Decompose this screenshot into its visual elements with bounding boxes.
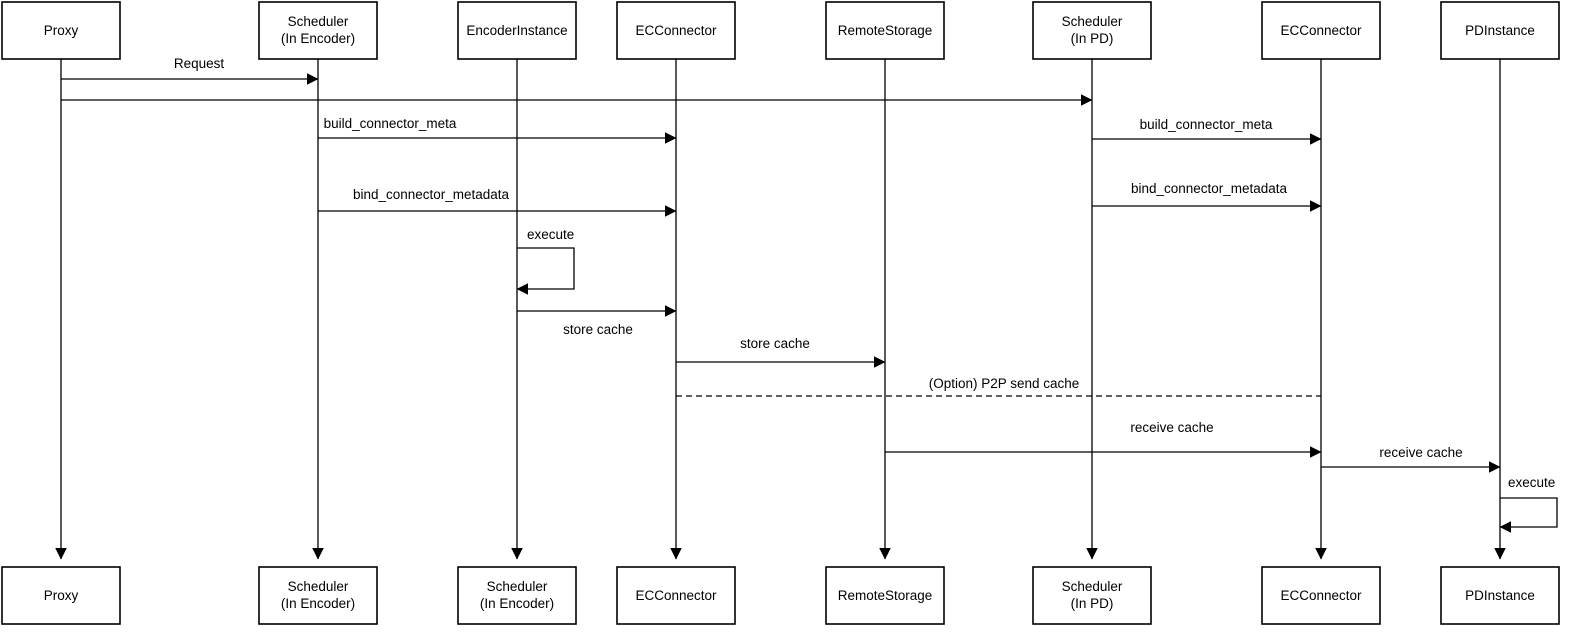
participant-label: RemoteStorage: [838, 23, 933, 38]
participant-box-rect: [825, 566, 945, 625]
message-m5[interactable]: bind_connector_metadata: [318, 187, 677, 217]
participant-box-top-sched-pd[interactable]: Scheduler (In PD): [1032, 1, 1152, 60]
bottom-participant-boxes: Proxy Scheduler (In Encoder) Scheduler (In E…: [1, 566, 1560, 625]
message-label: Request: [174, 56, 225, 71]
participant-box-rect: [825, 1, 945, 60]
message-label: bind_connector_metadata: [353, 187, 510, 202]
messages-layer: Request build_connector_meta build_connect…: [61, 56, 1501, 473]
message-label: receive cache: [1379, 445, 1462, 460]
participant-box-top-ecconn-pd[interactable]: ECConnector: [1261, 1, 1381, 60]
participant-box-top-pd-inst[interactable]: PDInstance: [1440, 1, 1560, 60]
participant-box-rect: [1440, 1, 1560, 60]
participant-box-rect: [1, 1, 121, 60]
participant-label: ECConnector: [1280, 588, 1362, 603]
self-messages-layer: execute execute: [516, 227, 1558, 533]
message-label: store cache: [740, 336, 810, 351]
participant-label-line2: (In PD): [1071, 596, 1114, 611]
participant-label: RemoteStorage: [838, 588, 933, 603]
message-label: build_connector_meta: [1140, 117, 1273, 132]
participant-box-bottom-remote-store[interactable]: RemoteStorage: [825, 566, 945, 625]
participant-box-bottom-ecconn-enc[interactable]: ECConnector: [616, 566, 736, 625]
message-m6[interactable]: bind_connector_metadata: [1092, 181, 1322, 212]
participant-box-top-ecconn-enc[interactable]: ECConnector: [616, 1, 736, 60]
participant-box-rect: [1261, 566, 1381, 625]
message-label: build_connector_meta: [324, 116, 457, 131]
participant-box-top-remote-store[interactable]: RemoteStorage: [825, 1, 945, 60]
message-m7[interactable]: store cache: [517, 305, 677, 337]
participant-box-rect: [1261, 1, 1381, 60]
message-m8[interactable]: store cache: [676, 336, 886, 368]
lifelines-layer: [55, 59, 1506, 560]
participant-label-line1: Scheduler: [487, 579, 548, 594]
participant-box-rect: [258, 1, 378, 60]
message-label: (Option) P2P send cache: [929, 376, 1080, 391]
participant-box-rect: [258, 566, 378, 625]
participant-box-bottom-proxy[interactable]: Proxy: [1, 566, 121, 625]
participant-box-bottom-sched-enc[interactable]: Scheduler (In Encoder): [258, 566, 378, 625]
self-message-label: execute: [527, 227, 574, 242]
participant-box-rect: [616, 1, 736, 60]
participant-box-top-sched-enc[interactable]: Scheduler (In Encoder): [258, 1, 378, 60]
participant-box-rect: [1, 566, 121, 625]
participant-box-bottom-encoder-inst[interactable]: Scheduler (In Encoder): [457, 566, 577, 625]
participant-box-rect: [1440, 566, 1560, 625]
participant-label: PDInstance: [1465, 23, 1535, 38]
participant-label-line2: (In Encoder): [281, 31, 355, 46]
participant-label-line2: (In PD): [1071, 31, 1114, 46]
message-m1[interactable]: Request: [61, 56, 319, 85]
self-message-label: execute: [1508, 475, 1555, 490]
participant-box-rect: [457, 566, 577, 625]
participant-box-bottom-pd-inst[interactable]: PDInstance: [1440, 566, 1560, 625]
participant-label-line2: (In Encoder): [480, 596, 554, 611]
message-m9[interactable]: (Option) P2P send cache: [676, 376, 1321, 397]
message-m11[interactable]: receive cache: [1321, 445, 1501, 473]
participant-label: ECConnector: [635, 23, 717, 38]
participant-box-rect: [1032, 1, 1152, 60]
participant-label: Proxy: [44, 588, 79, 603]
self-message-s2[interactable]: execute: [1499, 475, 1558, 533]
participant-label: ECConnector: [635, 588, 717, 603]
participant-box-rect: [457, 1, 577, 60]
message-m10[interactable]: receive cache: [885, 420, 1322, 458]
message-m4[interactable]: build_connector_meta: [1092, 117, 1322, 145]
participant-label-line1: Scheduler: [1062, 579, 1123, 594]
participant-label: PDInstance: [1465, 588, 1535, 603]
participant-box-top-encoder-inst[interactable]: EncoderInstance: [457, 1, 577, 60]
message-label: store cache: [563, 322, 633, 337]
participant-box-bottom-sched-pd[interactable]: Scheduler (In PD): [1032, 566, 1152, 625]
participant-label: EncoderInstance: [466, 23, 567, 38]
top-participant-boxes: Proxy Scheduler (In Encoder) EncoderInstanc…: [1, 1, 1560, 60]
message-label: bind_connector_metadata: [1131, 181, 1288, 196]
participant-label-line1: Scheduler: [288, 14, 349, 29]
participant-box-rect: [1032, 566, 1152, 625]
participant-label: ECConnector: [1280, 23, 1362, 38]
participant-label-line1: Scheduler: [1062, 14, 1123, 29]
participant-label-line2: (In Encoder): [281, 596, 355, 611]
participant-box-rect: [616, 566, 736, 625]
participant-box-bottom-ecconn-pd[interactable]: ECConnector: [1261, 566, 1381, 625]
self-message-path: [516, 247, 575, 295]
participant-label: Proxy: [44, 23, 79, 38]
self-message-path: [1499, 497, 1558, 533]
participant-box-top-proxy[interactable]: Proxy: [1, 1, 121, 60]
participant-label-line1: Scheduler: [288, 579, 349, 594]
message-label: receive cache: [1130, 420, 1213, 435]
message-m3[interactable]: build_connector_meta: [318, 116, 677, 144]
self-message-s1[interactable]: execute: [516, 227, 575, 295]
